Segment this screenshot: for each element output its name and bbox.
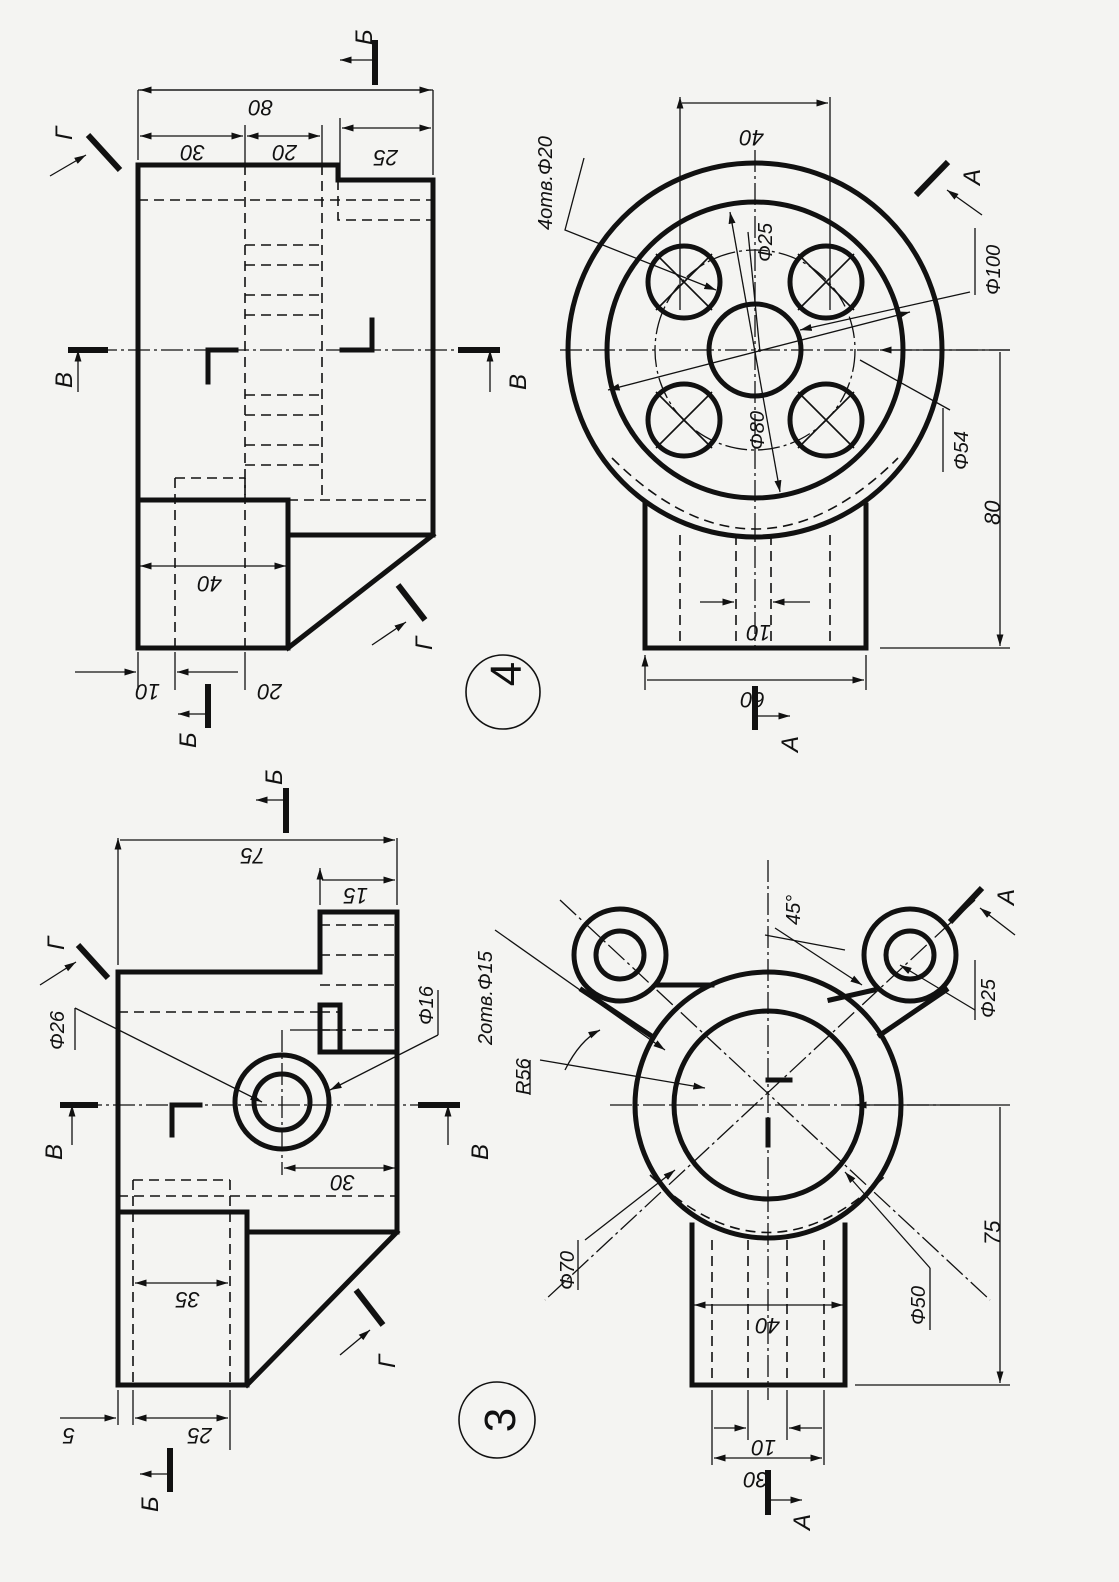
v4-front-view: 40 80 10 60 4отв.Φ20 Φ25 Φ100 Φ80 Φ54 А … <box>535 97 1010 754</box>
variant-3: В В Б Б Г Г 75 15 30 35 <box>39 769 1020 1532</box>
v3-front-view: 75 40 10 30 45° 2отв.Φ15 R56 Φ70 Φ50 Φ25… <box>475 860 1020 1532</box>
v3-front-dim-30: 30 <box>743 1467 768 1492</box>
v3-front-dim-75: 75 <box>980 1220 1005 1245</box>
v3-dim-30: 30 <box>330 1170 355 1195</box>
v3-callout-phi26: Φ26 <box>47 1010 69 1050</box>
v4-number: 4 <box>465 654 541 730</box>
v4-label-B-bottom: Б <box>175 732 202 748</box>
v4-dim-20b: 20 <box>257 679 283 704</box>
v4-callout-phi80: Φ80 <box>747 411 769 450</box>
v4-callout-phi100: Φ100 <box>983 245 1005 295</box>
v4-dim-30: 30 <box>180 140 205 165</box>
v4-front-dim-80: 80 <box>980 500 1005 525</box>
v4-number-text: 4 <box>482 662 531 686</box>
v3-label-B-bottom: Б <box>137 1496 164 1512</box>
v4-label-A-right: А <box>959 169 986 187</box>
v3-dim-25: 25 <box>187 1423 213 1448</box>
variant-4: В В Б Б Г Г 80 30 20 <box>49 29 1010 754</box>
v4-callout-phi54: Φ54 <box>951 431 973 470</box>
v4-dim-20a: 20 <box>272 140 298 165</box>
v3-front-dim-10: 10 <box>751 1435 776 1460</box>
v4-top-dims: 80 30 20 25 40 10 20 <box>75 86 434 704</box>
v3-front-dim-40: 40 <box>755 1313 780 1338</box>
v4-label-V-right: В <box>505 374 532 390</box>
v4-top-view <box>95 162 470 652</box>
v3-dim-75: 75 <box>240 843 265 868</box>
v3-callout-phi16: Φ16 <box>416 985 438 1025</box>
v3-number: 3 <box>458 1381 536 1459</box>
v3-callout-phi70: Φ70 <box>557 1251 579 1290</box>
v3-dim-5: 5 <box>62 1423 75 1448</box>
v3-label-V-left: В <box>41 1144 68 1160</box>
v4-dim-10: 10 <box>135 679 160 704</box>
v4-label-A-left: А <box>777 736 804 754</box>
v3-callout-holes: 2отв.Φ15 <box>475 950 497 1046</box>
v3-label-G-bottom: Г <box>374 1353 401 1368</box>
v3-label-A-left: А <box>789 1514 816 1532</box>
v3-label-A-right: А <box>993 889 1020 907</box>
v3-label-B-top: Б <box>261 769 288 785</box>
v4-label-G-top: Г <box>51 125 78 140</box>
v4-dim-80: 80 <box>248 95 273 120</box>
v3-callout-phi50: Φ50 <box>908 1286 930 1325</box>
v4-dim-25: 25 <box>373 145 399 170</box>
v3-number-text: 3 <box>476 1408 525 1432</box>
v3-label-V-right: В <box>467 1144 494 1160</box>
v3-label-G-top: Г <box>43 935 70 950</box>
v3-callout-r56: R56 <box>513 1057 535 1095</box>
v4-dim-40: 40 <box>197 571 222 596</box>
v4-callout-holes: 4отв.Φ20 <box>535 136 557 230</box>
v4-label-V-left: В <box>51 372 78 388</box>
v4-cut-marks: В В Б Б Г Г <box>49 29 532 748</box>
v4-front-dim-10: 10 <box>746 620 771 645</box>
v4-callout-phi25: Φ25 <box>755 222 777 262</box>
v3-dim-15: 15 <box>343 883 368 908</box>
v3-dim-35: 35 <box>175 1287 200 1312</box>
v3-top-view: В В Б Б Г Г 75 15 30 35 <box>39 769 494 1512</box>
v3-callout-phi25: Φ25 <box>978 978 1000 1018</box>
v3-front-angle-45: 45° <box>783 895 805 925</box>
v4-label-G-bottom: Г <box>411 635 438 650</box>
v4-front-dim-40: 40 <box>739 125 764 150</box>
v4-label-B-top: Б <box>351 29 378 45</box>
